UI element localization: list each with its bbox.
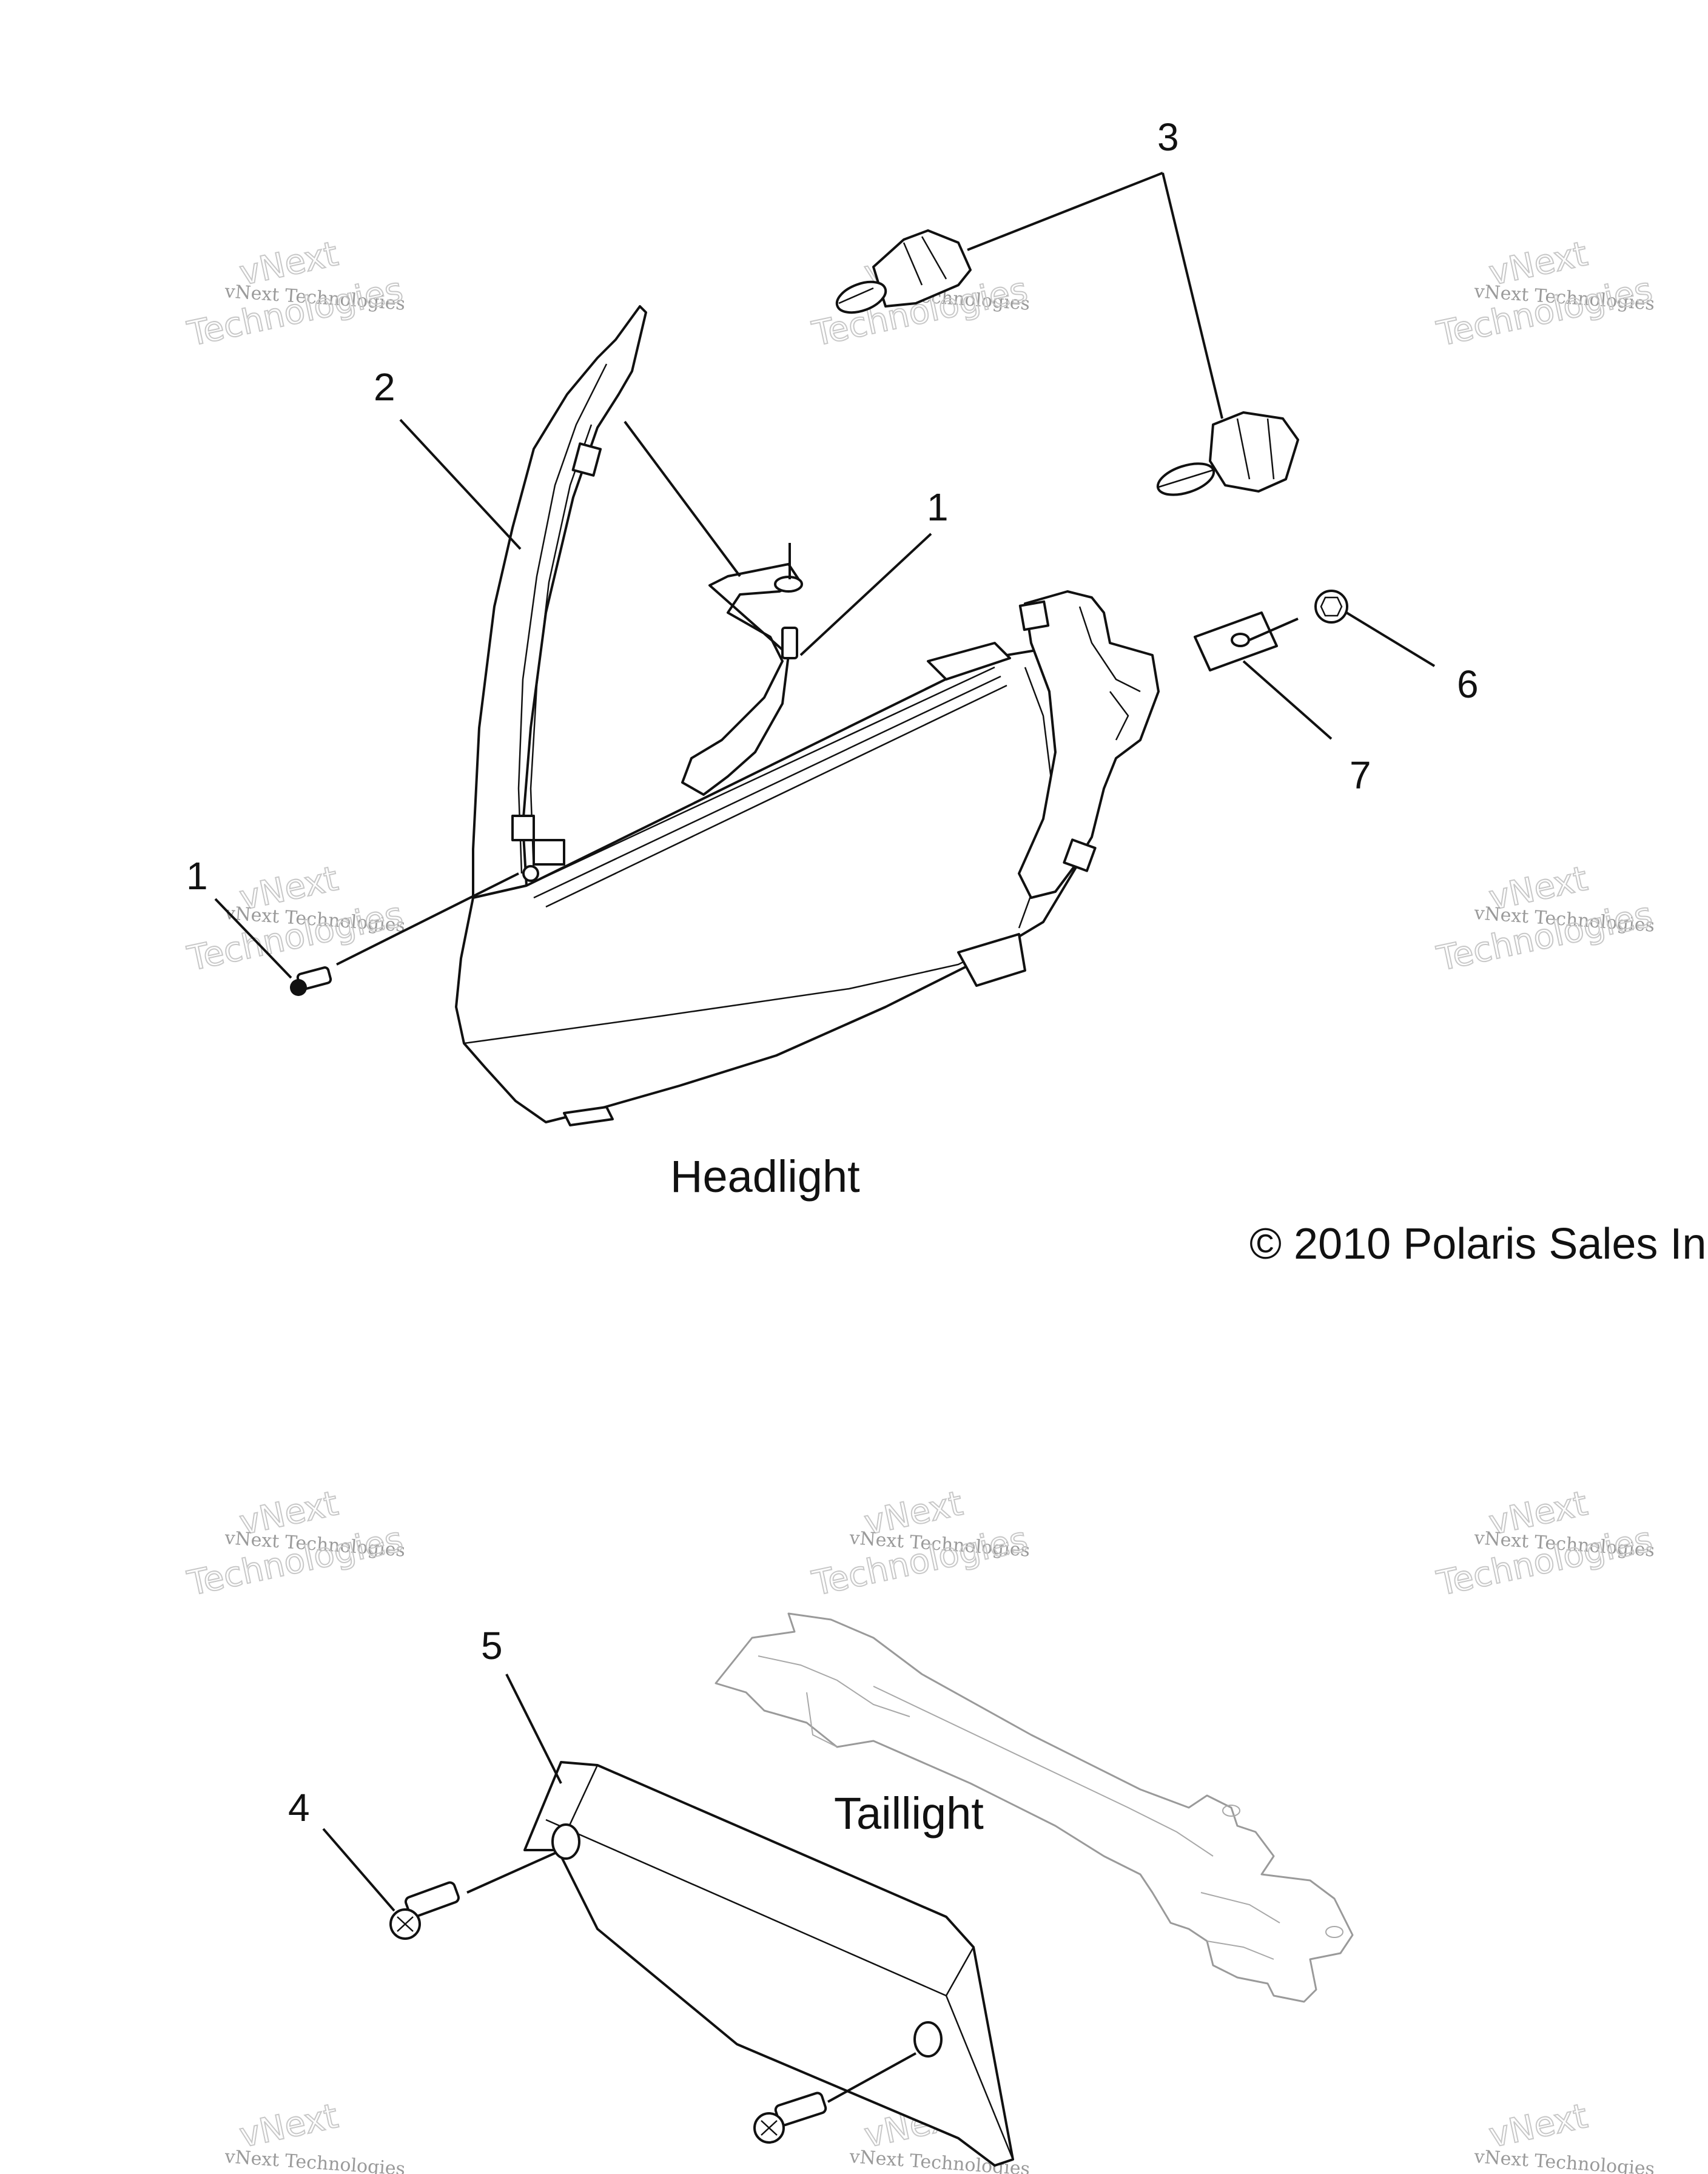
caption-taillight: Taillight [834, 1788, 984, 1839]
screw-part-6 [1314, 590, 1348, 624]
callout-5: 5 [481, 1624, 503, 1668]
screw-part-1-left [290, 966, 332, 996]
headlight-mount-bracket [681, 563, 803, 796]
bulb-part-3-upper [835, 229, 972, 314]
callout-7: 7 [1350, 753, 1371, 797]
callout-3: 3 [1157, 115, 1179, 159]
headlight-bezel-part-2 [472, 305, 647, 899]
callout-2: 2 [374, 365, 395, 409]
watermark-lower-right: vNext vNext Technologies Technologies [1433, 1483, 1656, 1604]
taillight-lens-part-5 [523, 1761, 1014, 2167]
watermark-top-right: vNext vNext Technologies Technologies [1433, 234, 1656, 355]
headlight-rear-connector [1018, 590, 1160, 899]
leader-lines-taillight [322, 1674, 916, 2103]
clip-nut-part-7 [1194, 611, 1278, 671]
screw-part-4-upper [389, 1881, 460, 1940]
svg-text:Technologies: Technologies [184, 270, 406, 354]
taillight-ghost-frame [714, 1612, 1354, 2003]
watermark-bottom-left: vNext vNext Technologies [223, 2096, 406, 2174]
caption-headlight: Headlight [670, 1151, 860, 1202]
svg-text:vNext Technologies: vNext Technologies [223, 2146, 406, 2174]
callout-4: 4 [288, 1786, 310, 1829]
callout-1-top: 1 [927, 485, 949, 529]
svg-text:vNext: vNext [1485, 2096, 1591, 2156]
svg-text:vNext: vNext [236, 2096, 341, 2156]
watermark-lower-center: vNext vNext Technologies Technologies [808, 1483, 1031, 1604]
svg-text:Technologies: Technologies [1433, 270, 1655, 354]
watermark-mid-left: vNext vNext Technologies Technologies [183, 858, 406, 980]
headlight-housing [455, 642, 1093, 1126]
callout-1-left: 1 [186, 854, 208, 898]
callout-6: 6 [1457, 662, 1479, 706]
watermark-mid-right: vNext vNext Technologies Technologies [1433, 858, 1656, 980]
screw-part-4-lower [753, 2092, 827, 2144]
copyright-text: © 2010 Polaris Sales Inc. [1249, 1220, 1708, 1268]
svg-text:vNext Technologies: vNext Technologies [1473, 2146, 1655, 2174]
watermark-lower-left: vNext vNext Technologies Technologies [183, 1483, 406, 1604]
watermark-top-left: vNext vNext Technologies Technologies [183, 234, 406, 355]
leader-lines-headlight [214, 172, 1436, 979]
watermark-bottom-right: vNext vNext Technologies [1473, 2096, 1655, 2174]
screw-part-1-top [781, 543, 798, 659]
bulb-part-3-lower [1156, 411, 1299, 496]
